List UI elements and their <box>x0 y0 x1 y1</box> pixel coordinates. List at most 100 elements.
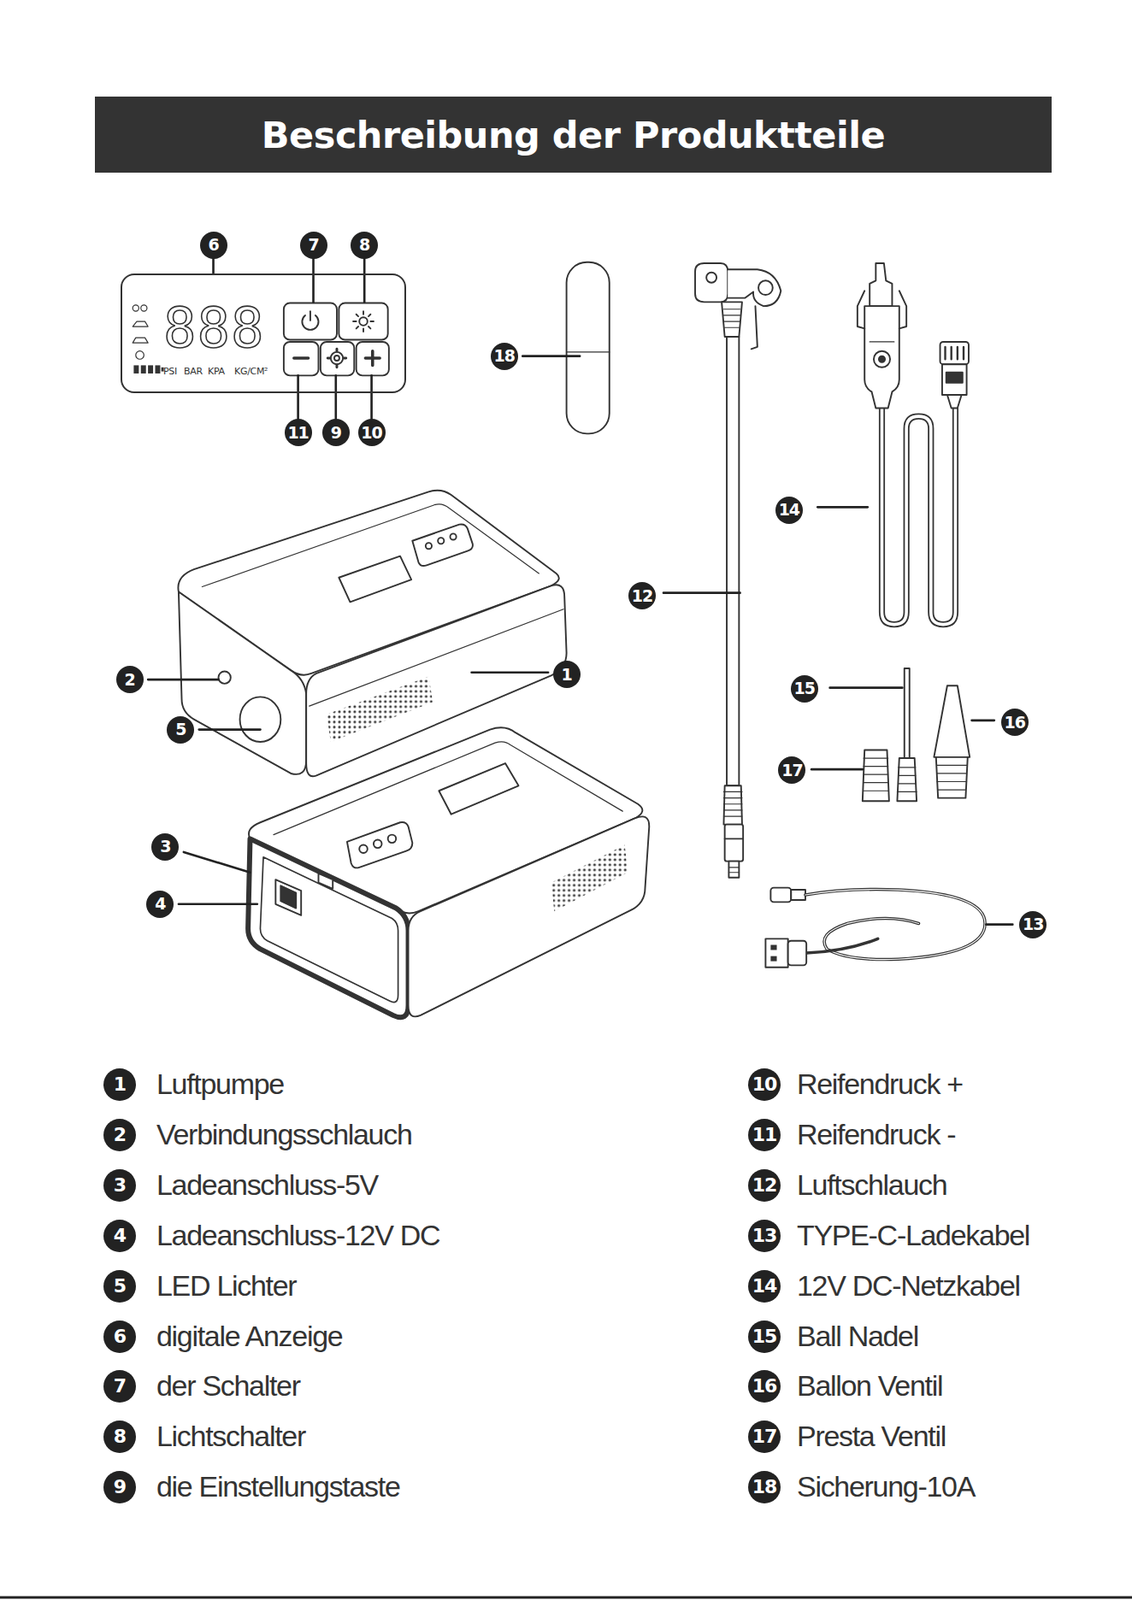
list-badge: 11 <box>748 1119 781 1152</box>
leader-lines-part <box>471 671 549 674</box>
dc-cable <box>857 263 969 625</box>
power-icon <box>309 311 312 321</box>
leader-lines-part <box>199 728 261 732</box>
list-badge: 7 <box>103 1370 136 1404</box>
list-badge: 1 <box>103 1068 136 1102</box>
callout-number: 14 <box>778 501 800 519</box>
air-hose-part <box>706 272 717 283</box>
adapters-part <box>862 749 890 802</box>
callout-number: 6 <box>207 236 219 254</box>
leader-lines-part <box>183 852 251 873</box>
list-badge: 10 <box>748 1068 781 1102</box>
pump-top-view-part <box>309 609 564 707</box>
pump-front-view-part <box>247 838 408 1018</box>
adapters-part <box>896 767 917 793</box>
sun-rays <box>353 311 374 332</box>
part-name: Ladeanschluss-5V <box>156 1170 378 1200</box>
list-badge: 13 <box>748 1220 781 1253</box>
list-number: 17 <box>752 1427 778 1447</box>
list-number: 12 <box>752 1176 778 1196</box>
part-name: Reifendruck + <box>796 1069 963 1099</box>
list-badge: 2 <box>103 1119 136 1152</box>
air-hose-part <box>723 785 742 825</box>
dc-cable-part <box>947 395 962 409</box>
leader-lines-part <box>363 258 366 302</box>
list-badge: 14 <box>748 1270 781 1303</box>
list-number: 15 <box>752 1327 778 1347</box>
leader-lines-part <box>663 591 741 595</box>
callout-number: 15 <box>794 680 815 697</box>
dc-cable-part <box>945 347 964 360</box>
leader-lines-part <box>312 258 315 302</box>
callout-badge: 5 <box>166 716 195 744</box>
plus-icon <box>365 351 380 366</box>
list-number: 13 <box>752 1226 778 1246</box>
leader-lines-part <box>212 258 215 274</box>
callout-badge: 6 <box>200 231 228 260</box>
mode-icons-part <box>132 337 148 343</box>
callout-number: 8 <box>359 236 370 254</box>
list-number: 10 <box>752 1075 778 1095</box>
list-badge: 4 <box>103 1220 136 1253</box>
pump-front-view-part <box>551 845 629 913</box>
callout-badge: 17 <box>778 756 806 785</box>
unit-label: BAR <box>183 366 203 377</box>
dc-cable-part <box>869 263 892 307</box>
list-number: 8 <box>113 1427 126 1447</box>
pump-top-view-part <box>338 556 412 603</box>
callout-badge: 7 <box>300 231 328 260</box>
adapters-part <box>863 758 889 791</box>
usb-cable-part <box>770 945 777 951</box>
dc-cable-part <box>857 290 907 329</box>
dc-cable-part <box>869 341 895 342</box>
battery-icon <box>133 365 164 374</box>
list-badge: 8 <box>103 1420 136 1454</box>
callout-number: 13 <box>1022 916 1044 933</box>
callout-number: 10 <box>360 424 382 442</box>
callout-badge: 10 <box>358 418 386 447</box>
callout-number: 12 <box>631 588 653 605</box>
battery-icon-part <box>147 365 154 374</box>
list-number: 5 <box>113 1277 126 1297</box>
pump-front-view-part <box>388 835 397 844</box>
list-number: 6 <box>113 1327 126 1347</box>
dc-cable-part <box>946 372 963 384</box>
callout-number: 16 <box>1003 714 1025 732</box>
part-name: der Schalter <box>156 1371 301 1401</box>
air-hose-part <box>721 301 743 337</box>
part-name: Ball Nadel <box>796 1321 919 1351</box>
leader-lines-part <box>830 686 903 690</box>
pump-front-view-part <box>280 885 296 908</box>
leader-lines-part <box>811 768 863 772</box>
callout-badge: 9 <box>322 418 350 447</box>
list-number: 11 <box>752 1126 778 1145</box>
leader-lines-part <box>972 719 995 723</box>
callout-number: 1 <box>560 666 572 684</box>
callout-number: 5 <box>175 721 186 738</box>
callout-number: 4 <box>154 896 166 913</box>
list-badge: 15 <box>748 1320 781 1354</box>
leader-lines-part <box>985 923 1013 926</box>
air-hose-part <box>726 336 739 786</box>
list-badge: 17 <box>748 1420 781 1454</box>
pump-front-view-part <box>359 845 368 855</box>
pump-front-view-part <box>259 857 398 1003</box>
usb-cable-part <box>806 938 879 954</box>
gear-icon <box>334 355 340 361</box>
battery-icon-part <box>154 365 160 374</box>
mode-icons-part <box>141 305 148 312</box>
usb-cable-part <box>805 890 985 961</box>
pump-top-view-part <box>449 533 456 540</box>
drawing <box>132 258 1013 1018</box>
plus-button <box>356 341 390 376</box>
pump-front-view-part <box>347 822 413 868</box>
part-name: Reifendruck - <box>796 1120 956 1150</box>
part-name: Presta Ventil <box>796 1421 946 1451</box>
title-band: Beschreibung der Produktteile <box>94 96 1052 173</box>
pump-front-view <box>247 727 649 1018</box>
unit-label: PSI <box>163 366 177 377</box>
dc-cable-part <box>882 408 956 625</box>
leader-lines-part <box>178 902 258 906</box>
display-panel: 888PSIBARKPAKG/CM² <box>120 273 407 394</box>
callout-badge: 11 <box>284 418 313 447</box>
